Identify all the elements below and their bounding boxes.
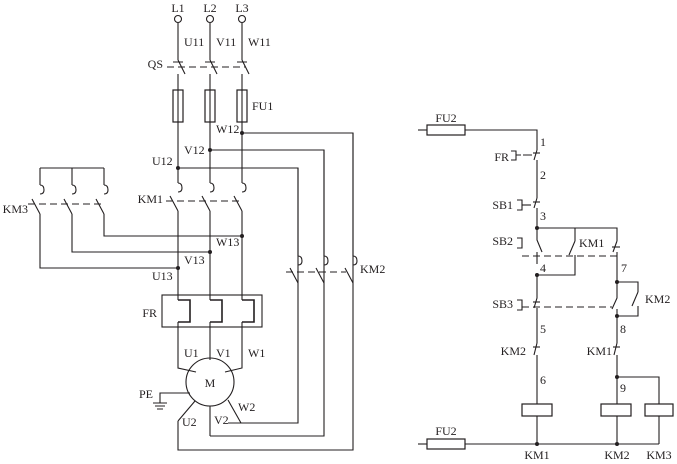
node-3-label: 3	[540, 209, 546, 223]
coil-km3	[644, 403, 674, 417]
node-5-label: 5	[540, 322, 546, 336]
motor-v2-label: V2	[214, 413, 229, 427]
coil-km1	[521, 403, 553, 417]
wire-v13-label: V13	[184, 253, 205, 267]
fuse-fu2-top: FU2	[418, 111, 538, 150]
wire-u11-label: U11	[184, 35, 204, 49]
isolator-switch-qs: QS	[148, 57, 250, 90]
fuse-fu1-label: FU1	[252, 99, 273, 113]
terminal-l3	[237, 14, 247, 24]
wire-w12-label: W12	[216, 122, 239, 136]
fr-contact-label: FR	[494, 150, 509, 164]
wire-v12-label: V12	[184, 143, 205, 157]
earth-pe-label: PE	[139, 387, 153, 401]
start-button-sb3-label: SB3	[492, 297, 513, 311]
km1-main-label: KM1	[138, 192, 163, 206]
km1-interlock-label: KM1	[587, 344, 612, 358]
start-button-sb3: SB3	[492, 275, 618, 343]
node-7-label: 7	[621, 261, 627, 275]
stop-button-sb1-label: SB1	[492, 198, 513, 212]
motor: U1 V1 W1 M U2 V2 W2	[177, 343, 265, 436]
fuse-fu2-bottom: FU2	[418, 424, 659, 450]
start-button-sb2-label: SB2	[492, 234, 513, 248]
terminal-l2	[205, 14, 215, 24]
contactor-km1-main: KM1	[138, 182, 247, 300]
motor-u1-label: U1	[184, 346, 199, 360]
overload-relay-fr: FR	[142, 294, 263, 343]
motor-u2-label: U2	[182, 415, 197, 429]
phase-l2-label: L2	[203, 1, 216, 15]
stop-button-sb1: SB1	[492, 197, 540, 228]
km2-interlock-contact: KM2	[501, 342, 540, 404]
wire-v11-label: V11	[216, 35, 236, 49]
km2-seal-contact: KM2	[615, 281, 670, 318]
wire-w13-label: W13	[216, 235, 239, 249]
coil-km1-label: KM1	[524, 448, 549, 462]
node-6-label: 6	[540, 373, 546, 387]
wire-u13-label: U13	[152, 269, 173, 283]
km2-main-label: KM2	[360, 262, 385, 276]
coil-km2	[600, 403, 632, 417]
node-8-label: 8	[620, 322, 626, 336]
motor-label: M	[205, 376, 216, 390]
km2-interlock-label: KM2	[501, 344, 526, 358]
km3-main-label: KM3	[3, 202, 28, 216]
km1-seal-label: KM1	[579, 236, 604, 250]
motor-w1-label: W1	[248, 346, 265, 360]
phase-l1-label: L1	[171, 1, 184, 15]
contactor-km2-main: KM2	[286, 133, 385, 284]
node-9-label: 9	[620, 381, 626, 395]
fu2-top-label: FU2	[435, 111, 456, 125]
fu2-bottom-label: FU2	[435, 424, 456, 438]
start-button-sb2: SB2	[492, 228, 620, 264]
fr-contact: FR	[494, 149, 540, 198]
motor-v1-label: V1	[216, 346, 231, 360]
coil-km2-label: KM2	[604, 448, 629, 462]
km1-interlock-contact: KM1	[587, 342, 620, 404]
terminal-l1	[173, 14, 183, 24]
control-circuit: FU2 1 FR 2 SB1 3	[418, 111, 674, 462]
overload-fr-label: FR	[142, 306, 157, 320]
fuses-fu1: FU1	[172, 89, 273, 123]
km2-seal-label: KM2	[645, 292, 670, 306]
wire-w11-label: W11	[248, 35, 271, 49]
supply-terminals: L1 L2 L3	[171, 1, 249, 24]
node-2-label: 2	[540, 168, 546, 182]
earth-pe: PE	[139, 387, 190, 410]
node-4-label: 4	[540, 261, 546, 275]
node-1-label: 1	[540, 135, 546, 149]
coil-km3-label: KM3	[646, 448, 671, 462]
contactor-km3-main: KM3	[3, 167, 244, 270]
phase-l3-label: L3	[235, 1, 248, 15]
power-circuit: L1 L2 L3 U11 V11 W11 QS FU1	[3, 1, 385, 451]
isolator-label: QS	[148, 57, 163, 71]
motor-w2-label: W2	[238, 400, 255, 414]
coils	[521, 403, 674, 444]
wire-u12-label: U12	[152, 154, 173, 168]
